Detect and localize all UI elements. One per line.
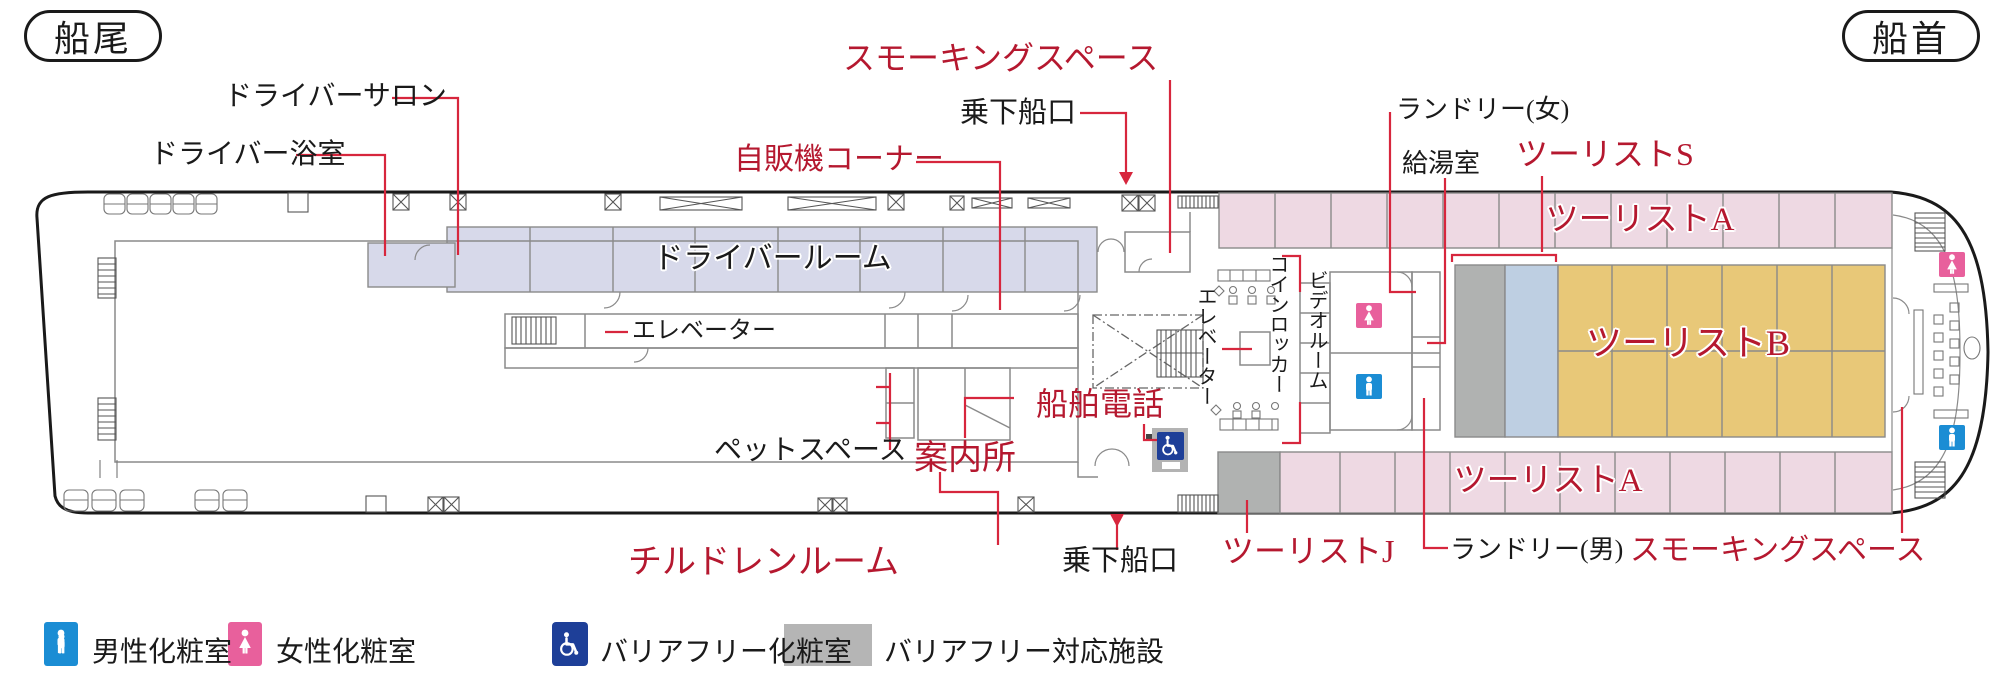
door-arcs — [414, 238, 1910, 467]
label-smoking-bottom: スモーキングスペース — [1630, 534, 1926, 567]
label-smoking-top: スモーキングスペース — [843, 40, 1159, 76]
stairs-icons — [97, 195, 1946, 513]
arrow-down-icon — [1119, 172, 1133, 185]
label-pet-space: ペットスペース — [714, 435, 907, 466]
lobby-benches — [1210, 269, 1280, 431]
legend-wheelchair-icon — [552, 622, 588, 666]
label-driver-salon: ドライバーサロン — [224, 81, 447, 112]
legend-icons — [44, 622, 872, 666]
legend-female-icon — [228, 622, 262, 666]
label-tourist-s: ツーリストS — [1516, 136, 1694, 172]
legend-male-icon — [44, 622, 78, 666]
legend-label-men: 男性化粧室 — [92, 637, 233, 668]
legend-label-women: 女性化粧室 — [276, 637, 417, 668]
legend-gray-swatch — [784, 624, 872, 666]
label-laundry-men: ランドリー(男) — [1450, 535, 1624, 564]
label-children-room: チルドレンルーム — [628, 544, 899, 581]
arrow-up-icon — [1110, 514, 1124, 527]
label-boarding-top: 乗下船口 — [960, 97, 1077, 129]
label-tourist-a-bottom: ツーリストA — [1453, 463, 1643, 499]
label-laundry-women: ランドリー(女) — [1396, 95, 1570, 124]
sofa-icons — [63, 193, 248, 512]
label-elevator-center: エレベーター — [1194, 286, 1216, 406]
label-tourist-j: ツーリストJ — [1222, 533, 1395, 569]
stern-label: 船尾 — [53, 19, 132, 59]
male-restroom-icon-bow — [1939, 425, 1965, 450]
elevator-shaft — [1092, 314, 1204, 389]
bow-label: 船首 — [1871, 19, 1950, 59]
male-restroom-icon — [1356, 374, 1382, 399]
wall-markers — [287, 192, 1156, 513]
label-vending-corner: 自販機コーナー — [734, 143, 944, 176]
interior-walls — [114, 212, 1961, 491]
leader-lines — [296, 80, 1904, 550]
furniture — [63, 193, 1981, 512]
label-elevator-driver: エレベーター — [632, 318, 776, 344]
label-driver-room: ドライバールーム — [653, 242, 892, 275]
label-tourist-a-top: ツーリストA — [1545, 202, 1735, 238]
label-ship-phone: 船舶電話 — [1036, 386, 1165, 422]
label-boarding-bottom: 乗下船口 — [1062, 545, 1179, 577]
bow-pill: 船首 — [1842, 10, 1980, 62]
wheelchair-toilet — [1152, 428, 1188, 472]
legend-label-accessible-toilet: バリアフリー化粧室 — [600, 637, 853, 668]
ship-phone-icon — [1146, 434, 1155, 440]
plan-icons — [1152, 252, 1965, 472]
label-driver-bath: ドライバー浴室 — [150, 139, 346, 170]
stern-pill: 船尾 — [24, 10, 162, 62]
label-coin-locker: コインロッカー — [1266, 254, 1288, 394]
label-kitchenette: 給湯室 — [1402, 149, 1481, 178]
bow-smoking-furniture — [1913, 283, 1981, 419]
female-restroom-icon-bow — [1939, 252, 1965, 277]
label-tourist-b: ツーリストB — [1585, 323, 1790, 363]
female-restroom-icon — [1356, 303, 1382, 328]
cabin-areas — [367, 192, 1893, 514]
label-video-room: ビデオルーム — [1305, 270, 1327, 390]
label-info-desk: 案内所 — [914, 440, 1016, 477]
legend-label-accessible-facility: バリアフリー対応施設 — [884, 637, 1165, 668]
